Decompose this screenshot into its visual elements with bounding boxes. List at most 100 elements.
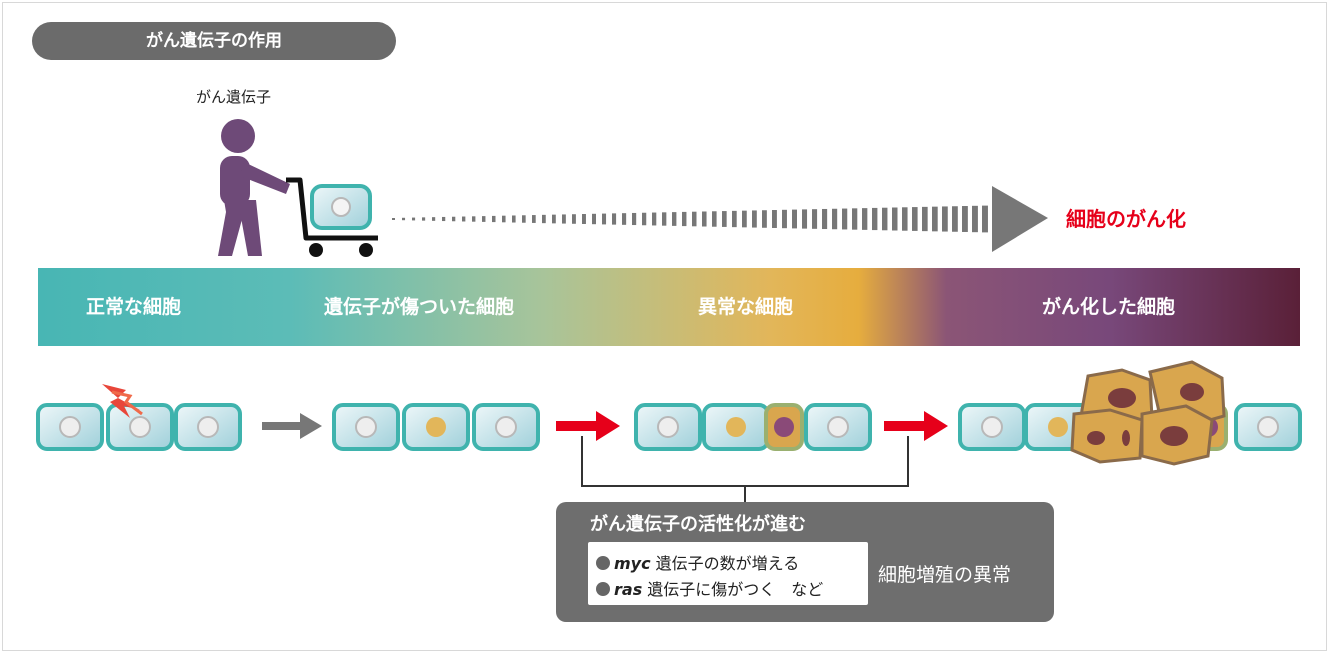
- stage-cancer-cell: がん化した細胞: [1042, 296, 1176, 318]
- dash-mark: [812, 209, 818, 229]
- dash-mark: [952, 206, 958, 232]
- dash-mark: [832, 208, 838, 230]
- examples-box: myc 遺伝子の数が増える ras 遺伝子に傷がつく など: [588, 542, 868, 605]
- dash-mark: [482, 216, 486, 222]
- dash-mark: [412, 217, 416, 221]
- dash-mark: [892, 207, 898, 231]
- cart-icon: [286, 177, 378, 257]
- oncogene-label: がん遺伝子: [196, 88, 272, 106]
- dash-mark: [982, 205, 988, 233]
- dash-mark: [932, 206, 938, 232]
- diagram-title: がん遺伝子の作用: [32, 22, 396, 60]
- cell: [402, 403, 470, 451]
- cancer-cell-cluster: [1070, 360, 1226, 466]
- dash-mark: [752, 210, 757, 228]
- dash-mark: [852, 208, 858, 230]
- bullet-icon: [596, 582, 610, 596]
- dash-mark: [452, 216, 456, 222]
- dash-mark: [542, 214, 546, 224]
- dash-mark: [712, 211, 717, 227]
- cell-rows: [36, 403, 1302, 451]
- dash-mark: [902, 207, 908, 231]
- example-myc: myc 遺伝子の数が増える: [596, 550, 799, 574]
- dash-mark: [922, 206, 928, 232]
- cell: [804, 403, 872, 451]
- stage-gradient-band: 正常な細胞 遺伝子が傷ついた細胞 異常な細胞 がん化した細胞: [38, 268, 1300, 346]
- dash-mark: [632, 212, 637, 226]
- cell: [174, 403, 242, 451]
- cancerization-label: 細胞のがん化: [1066, 207, 1186, 231]
- cell: [1234, 403, 1302, 451]
- dash-mark: [612, 213, 617, 225]
- dash-mark: [532, 215, 536, 223]
- gray-arrow-icon: [262, 413, 322, 439]
- stage-damaged-gene-cell: 遺伝子が傷ついた細胞: [324, 296, 515, 318]
- dash-mark: [962, 206, 968, 232]
- dash-mark: [582, 214, 586, 224]
- dash-mark: [782, 209, 787, 229]
- dash-mark: [592, 213, 596, 225]
- activation-title: がん遺伝子の活性化が進む: [590, 514, 806, 535]
- cell: [106, 403, 174, 451]
- dash-mark: [842, 208, 848, 230]
- dash-mark: [462, 216, 466, 222]
- dash-mark: [692, 211, 697, 227]
- dash-mark: [822, 208, 828, 230]
- dash-mark: [912, 207, 918, 231]
- dash-mark: [562, 214, 566, 224]
- dash-mark: [522, 215, 526, 223]
- dash-mark: [662, 212, 667, 226]
- dash-mark: [672, 212, 677, 226]
- bullet-icon: [596, 556, 610, 570]
- dash-mark: [552, 214, 556, 224]
- activation-bracket: [581, 436, 909, 502]
- example-text: 遺伝子の数が増える: [650, 554, 800, 573]
- activation-box: がん遺伝子の活性化が進む myc 遺伝子の数が増える ras 遺伝子に傷がつく …: [556, 502, 1054, 622]
- dash-mark: [722, 211, 727, 227]
- dash-mark: [762, 210, 767, 228]
- dash-mark: [512, 215, 516, 223]
- dash-mark: [882, 207, 888, 231]
- dash-mark: [492, 215, 496, 223]
- gene-name: ras: [614, 580, 643, 599]
- dash-mark: [602, 213, 607, 225]
- dash-mark: [502, 215, 506, 223]
- proliferation-abnormality-label: 細胞増殖の異常: [878, 564, 1012, 586]
- dash-mark: [652, 212, 657, 226]
- dash-mark: [742, 210, 747, 228]
- dash-mark: [732, 210, 737, 228]
- cell: [634, 403, 702, 451]
- dash-mark: [872, 207, 878, 231]
- dash-mark: [392, 218, 395, 220]
- cell: [472, 403, 540, 451]
- gene-name: myc: [614, 554, 651, 573]
- dash-mark: [402, 217, 406, 221]
- dash-mark: [862, 208, 868, 230]
- stage-normal-cell: 正常な細胞: [86, 296, 182, 318]
- cell: [332, 403, 400, 451]
- dash-mark: [682, 211, 687, 227]
- dash-mark: [442, 216, 446, 222]
- dash-mark: [472, 216, 476, 222]
- red-arrow-icon-2: [884, 411, 948, 441]
- dash-mark: [942, 206, 948, 232]
- example-text: 遺伝子に傷がつく など: [642, 580, 824, 599]
- dash-mark: [772, 210, 777, 228]
- dash-mark: [642, 212, 647, 226]
- damage-bolt-icon: [102, 384, 143, 418]
- dash-mark: [622, 213, 627, 225]
- dash-mark: [792, 209, 797, 229]
- person-figure-icon: [218, 119, 290, 256]
- dash-mark: [432, 217, 436, 221]
- example-ras: ras 遺伝子に傷がつく など: [596, 576, 823, 600]
- cell: [958, 403, 1026, 451]
- cell: [764, 403, 804, 451]
- cell: [36, 403, 104, 451]
- dash-mark: [972, 205, 978, 233]
- dash-mark: [702, 211, 707, 227]
- dash-mark: [422, 217, 426, 221]
- progress-arrow: [392, 186, 1048, 252]
- dash-mark: [572, 214, 576, 224]
